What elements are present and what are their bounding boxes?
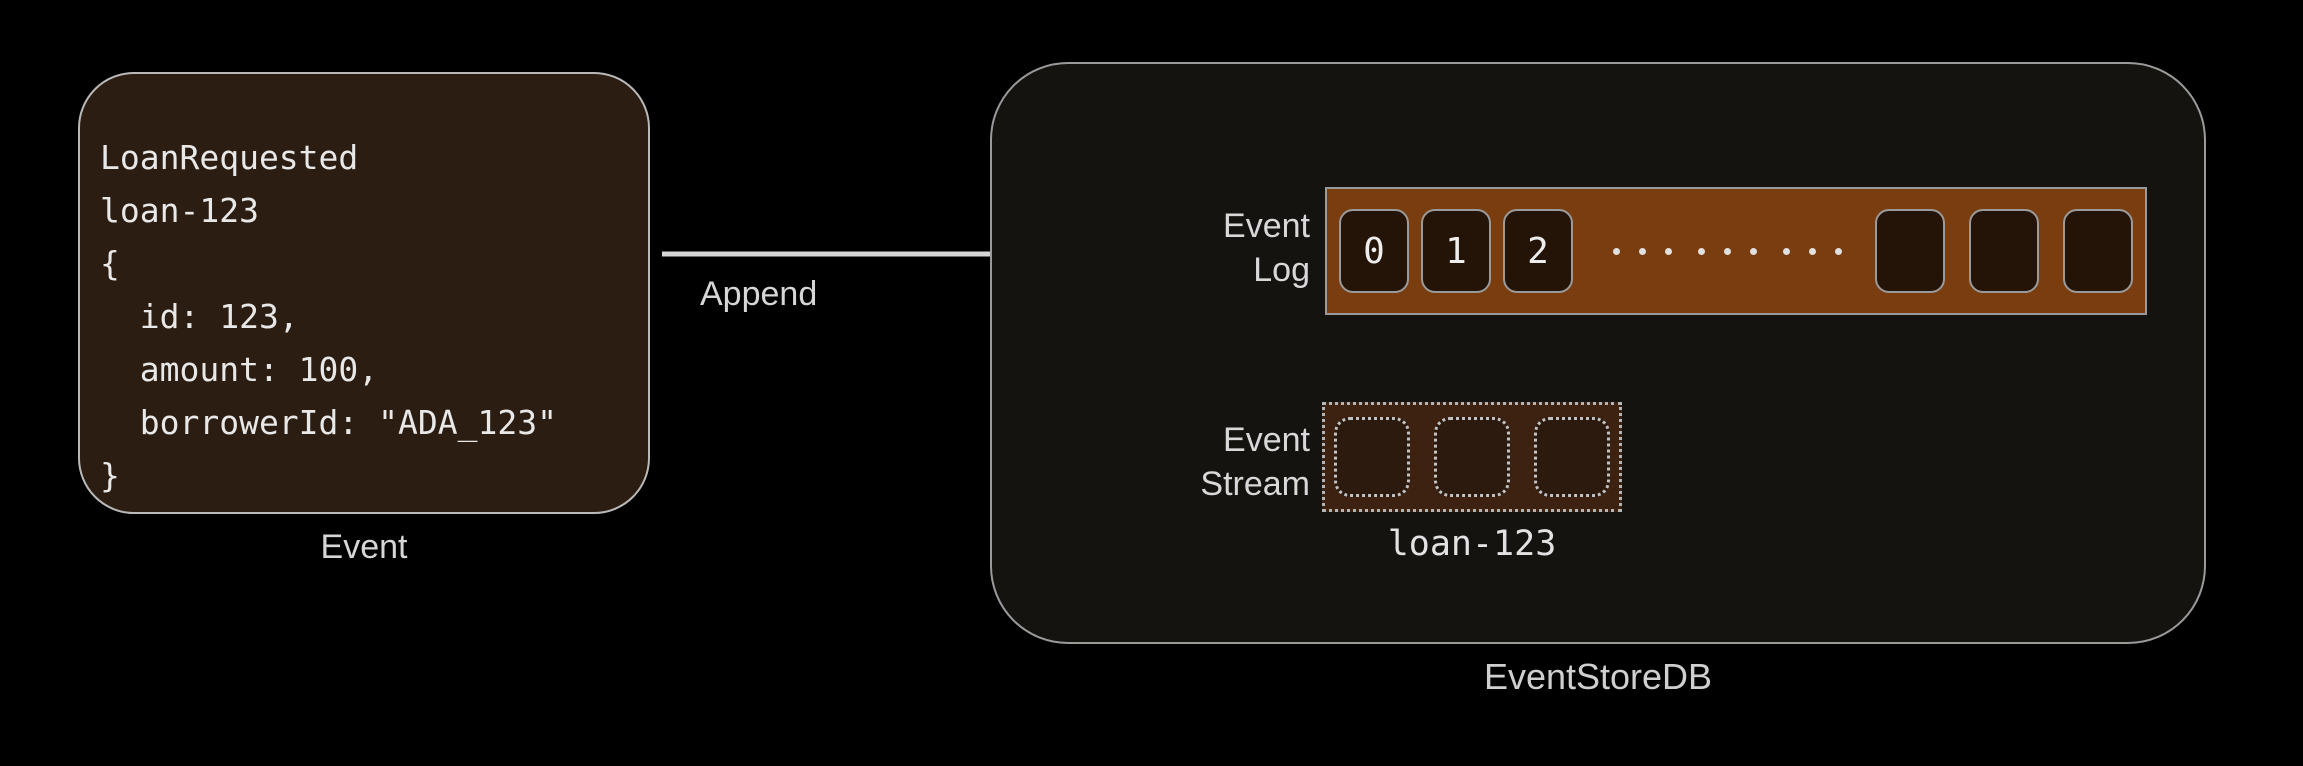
event-log-empty-cells xyxy=(1875,209,2133,293)
event-card-caption: Event xyxy=(320,528,408,566)
ellipsis-dot xyxy=(1782,247,1790,255)
event-log-ellipsis xyxy=(1591,247,1863,255)
ellipsis-dot xyxy=(1808,247,1816,255)
event-card: LoanRequested loan-123 { id: 123, amount… xyxy=(78,72,650,514)
ellipsis-dot xyxy=(1723,247,1731,255)
event-stream-label: Event Stream xyxy=(1200,421,1310,503)
event-payload-code: LoanRequested loan-123 { id: 123, amount… xyxy=(100,138,557,495)
event-log-cell: 1 xyxy=(1421,209,1491,293)
ellipsis-dot xyxy=(1664,247,1672,255)
event-log-cell: 0 xyxy=(1339,209,1409,293)
event-log-cell-empty xyxy=(1969,209,2039,293)
event-log-bar: 0 1 2 xyxy=(1325,187,2147,315)
ellipsis-group xyxy=(1612,247,1672,255)
eventstoredb-caption: EventStoreDB xyxy=(1483,656,1713,697)
ellipsis-group xyxy=(1782,247,1842,255)
event-log-label: Event Log xyxy=(1223,207,1310,289)
ellipsis-dot xyxy=(1749,247,1757,255)
event-stream-caption: loan-123 xyxy=(1387,524,1557,564)
append-label: Append xyxy=(700,275,818,313)
event-stream-cell xyxy=(1534,417,1610,497)
event-log-cell-empty xyxy=(2063,209,2133,293)
ellipsis-group xyxy=(1697,247,1757,255)
eventstoredb-container xyxy=(990,62,2206,644)
ellipsis-dot xyxy=(1638,247,1646,255)
ellipsis-dot xyxy=(1834,247,1842,255)
event-log-cell: 2 xyxy=(1503,209,1573,293)
event-stream-box xyxy=(1322,402,1622,512)
event-log-cell-empty xyxy=(1875,209,1945,293)
event-stream-cell xyxy=(1434,417,1510,497)
ellipsis-dot xyxy=(1697,247,1705,255)
ellipsis-dot xyxy=(1612,247,1620,255)
event-stream-cell xyxy=(1334,417,1410,497)
